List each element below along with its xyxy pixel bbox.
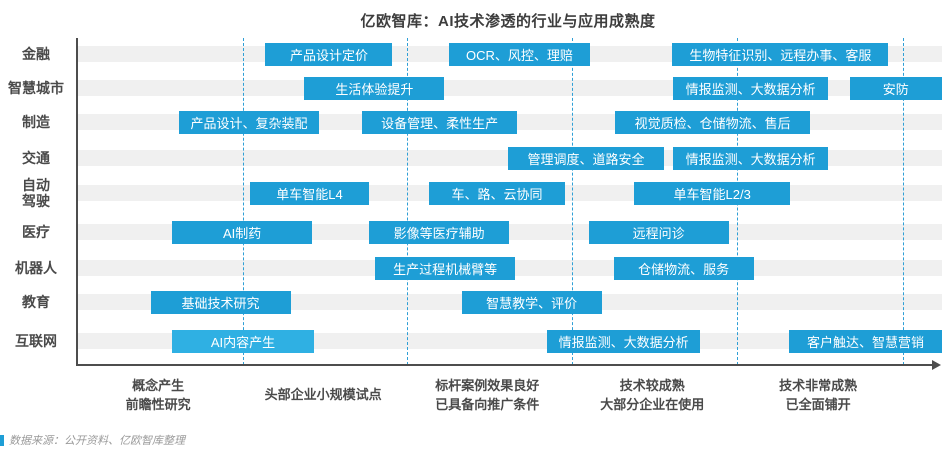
x-axis-line xyxy=(76,364,934,366)
row-label-7: 机器人 xyxy=(15,259,57,276)
maturity-bar: 智慧教学、评价 xyxy=(461,290,602,314)
maturity-bar: AI内容产生 xyxy=(172,329,314,353)
maturity-bar: 情报监测、大数据分析 xyxy=(673,146,828,170)
maturity-bar: 客户触达、智慧营销 xyxy=(789,329,942,353)
stage-label-4: 技术较成熟 大部分企业在使用 xyxy=(600,377,705,413)
maturity-bar: 车、路、云协同 xyxy=(428,181,566,205)
footer: 数据来源：公开资料、亿欧智库整理 xyxy=(0,432,185,448)
row-labels-column: 金融智慧城市制造交通自动 驾驶医疗机器人教育互联网 xyxy=(0,38,72,365)
chart-title: 亿欧智库：AI技术渗透的行业与应用成熟度 xyxy=(360,13,656,30)
maturity-bar: 情报监测、大数据分析 xyxy=(673,76,828,100)
stage-label-5: 技术非常成熟 已全面铺开 xyxy=(779,377,858,413)
maturity-bar: 视觉质检、仓储物流、售后 xyxy=(615,110,810,134)
x-axis-arrow-icon xyxy=(932,360,941,370)
stage-label-2: 头部企业小规模试点 xyxy=(264,387,382,403)
source-note: 数据来源：公开资料、亿欧智库整理 xyxy=(9,435,185,447)
maturity-bar: AI制药 xyxy=(172,220,313,244)
stage-label-3: 标杆案例效果良好 已具备向推广条件 xyxy=(435,377,540,413)
row-label-1: 金融 xyxy=(22,45,50,62)
maturity-bar: 设备管理、柔性生产 xyxy=(362,110,517,134)
row-label-2: 智慧城市 xyxy=(8,79,64,96)
footer-accent-mark xyxy=(0,434,4,446)
row-label-4: 交通 xyxy=(22,149,50,166)
maturity-bar: 影像等医疗辅助 xyxy=(369,220,510,244)
stage-label-1: 概念产生 前瞻性研究 xyxy=(125,377,191,413)
stage-boundary-line xyxy=(407,38,409,365)
maturity-bar: 生产过程机械臂等 xyxy=(375,256,516,280)
stage-boundary-line xyxy=(243,38,245,365)
stage-labels-row: 概念产生 前瞻性研究 头部企业小规模试点 标杆案例效果良好 已具备向推广条件 技术较成… xyxy=(76,374,940,416)
stage-boundary-line xyxy=(572,38,574,365)
row-label-8: 教育 xyxy=(22,293,50,310)
maturity-bar: 单车智能L4 xyxy=(249,181,370,205)
maturity-bar: 生物特征识别、远程办事、客服 xyxy=(672,42,889,66)
maturity-bar: OCR、风控、理赔 xyxy=(448,42,591,66)
maturity-bar: 仓储物流、服务 xyxy=(613,256,754,280)
maturity-bar: 远程问诊 xyxy=(588,220,729,244)
maturity-bar: 基础技术研究 xyxy=(150,290,291,314)
row-label-3: 制造 xyxy=(22,113,50,130)
maturity-bar: 安防 xyxy=(849,76,942,100)
maturity-bar: 产品设计定价 xyxy=(265,42,393,66)
maturity-bar: 产品设计、复杂装配 xyxy=(179,110,320,134)
row-label-5: 自动 驾驶 xyxy=(22,176,50,209)
maturity-bar: 单车智能L2/3 xyxy=(634,181,790,205)
maturity-bar: 生活体验提升 xyxy=(304,76,445,100)
stage-boundary-line xyxy=(903,38,905,365)
maturity-bar: 管理调度、道路安全 xyxy=(508,146,664,170)
row-label-9: 互联网 xyxy=(15,332,57,349)
maturity-bar: 情报监测、大数据分析 xyxy=(547,329,701,353)
row-label-6: 医疗 xyxy=(22,223,50,240)
